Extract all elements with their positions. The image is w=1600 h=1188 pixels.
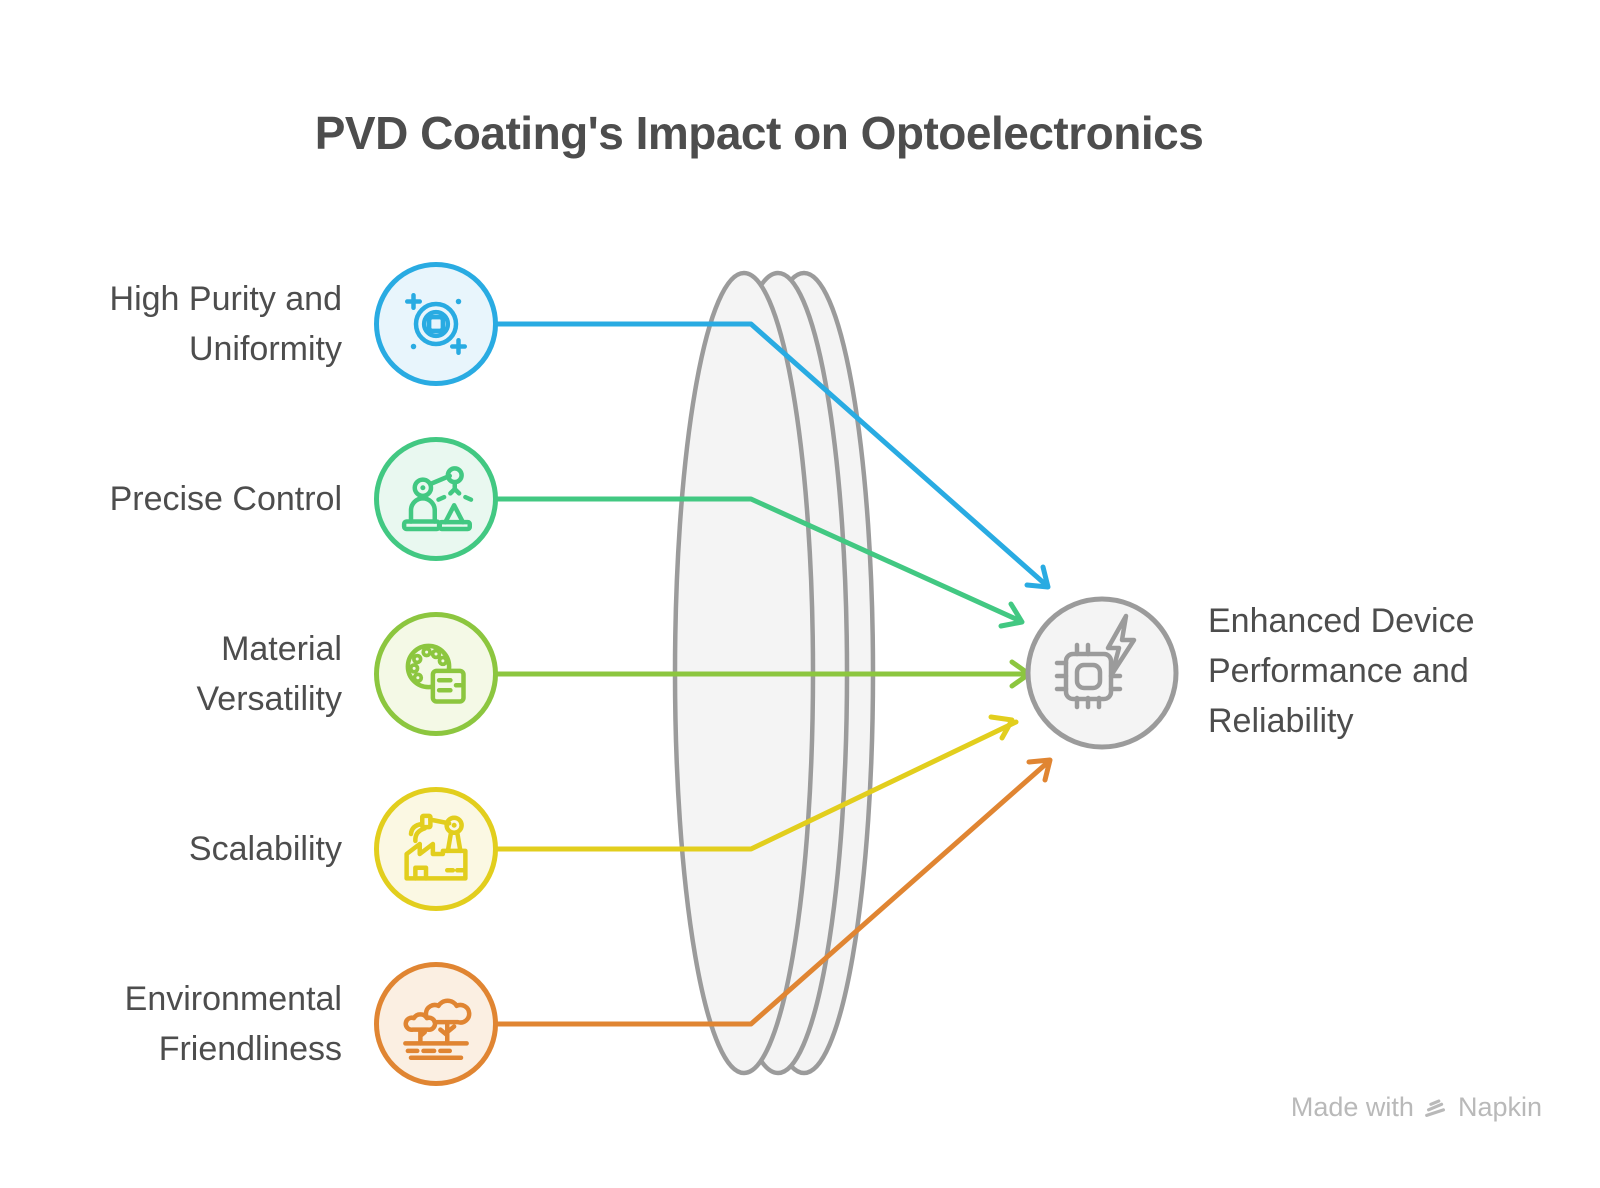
bubble-material-versatility — [374, 612, 498, 736]
arrow-precise-control — [494, 496, 1025, 629]
calibration-target-icon — [405, 293, 467, 355]
material-palette-icon — [405, 643, 466, 704]
bubble-scalability — [374, 787, 498, 911]
label-precise-control: Precise Control — [109, 480, 342, 518]
page-title: PVD Coating's Impact on Optoelectronics — [314, 107, 1204, 159]
label-scalability: Scalability — [188, 830, 342, 868]
bubble-precise-control — [374, 437, 498, 561]
factory-crane-icon — [404, 813, 468, 881]
bubble-high-purity — [374, 262, 498, 386]
label-material-versatility: Material Versatility — [196, 630, 343, 718]
arrow-environmental — [494, 757, 1053, 1027]
arrow-high-purity — [494, 321, 1051, 590]
label-environmental: Environmental Friendliness — [124, 980, 342, 1068]
arrow-scalability — [494, 714, 1019, 852]
chip-bolt-icon — [1054, 613, 1137, 710]
napkin-logo-icon — [1425, 1098, 1445, 1117]
outcome-label: Enhanced Device Performance and Reliabil… — [1208, 602, 1475, 740]
bubble-environmental — [374, 962, 498, 1086]
made-with-text: Made with — [1290, 1092, 1414, 1122]
label-high-purity: High Purity and Uniformity — [109, 280, 342, 368]
napkin-brand-text: Napkin — [1457, 1092, 1542, 1122]
robot-arm-icon — [401, 466, 474, 532]
made-with-napkin-credit: Made with Napkin — [1291, 1092, 1542, 1123]
trees-icon — [403, 998, 472, 1060]
